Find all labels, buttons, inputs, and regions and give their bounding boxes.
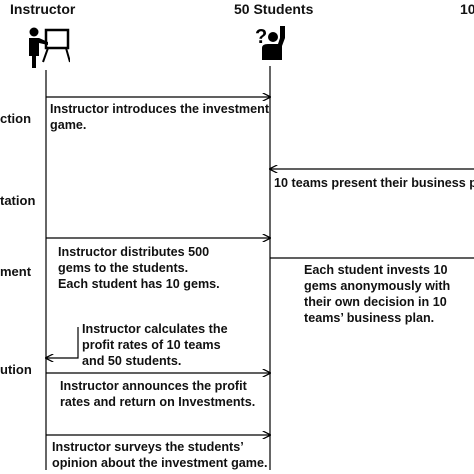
- message-distribute: Instructor distributes 500 gems to the s…: [58, 245, 220, 291]
- phase-introduction-label: ction: [0, 111, 32, 126]
- arrow-self-calculate: [46, 327, 79, 358]
- message-calculate: Instructor calculates the profit rates o…: [82, 322, 228, 368]
- message-introduce: Instructor introduces the investment gam…: [50, 102, 270, 132]
- message-survey: Instructor surveys the students’ opinion…: [52, 440, 268, 470]
- message-invest: Each student invests 10 gems anonymously…: [304, 263, 451, 325]
- presenter-at-board-icon: [29, 27, 70, 68]
- student-question-raising-hand-icon: ?: [255, 26, 285, 60]
- actor-teams-label: 10: [460, 1, 474, 17]
- phase-evaluation-label: ution: [0, 362, 32, 377]
- message-announce: Instructor announces the profit rates an…: [60, 379, 256, 409]
- svg-text:?: ?: [255, 26, 267, 48]
- actor-instructor-label: Instructor: [10, 1, 76, 17]
- actor-students-label: 50 Students: [234, 1, 314, 17]
- phase-investment-label: ment: [0, 264, 32, 279]
- message-present: 10 teams present their business pl: [274, 176, 474, 190]
- phase-presentation-label: tation: [0, 193, 36, 208]
